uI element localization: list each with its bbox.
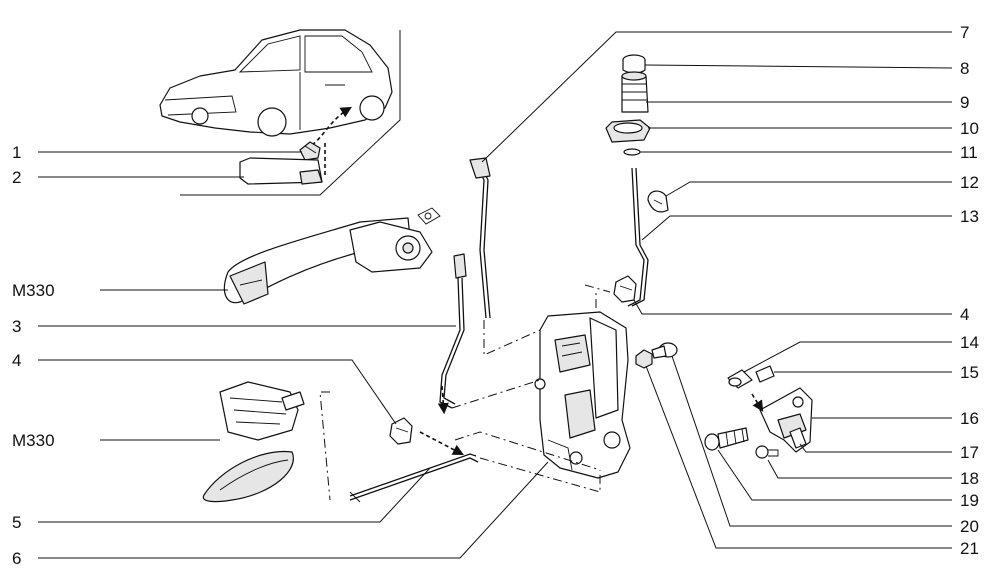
callout-9: 9 bbox=[960, 93, 969, 112]
construction-line-f bbox=[584, 284, 611, 293]
callout-12: 12 bbox=[960, 173, 979, 192]
callout-4-right: 4 bbox=[960, 305, 969, 324]
inset-arrow bbox=[311, 106, 352, 146]
part-12-clip bbox=[647, 190, 669, 213]
callout-13: 13 bbox=[960, 207, 979, 226]
part-21-nut bbox=[635, 349, 653, 369]
assembly-arrow-clip bbox=[419, 431, 464, 456]
part-14-bushing bbox=[727, 369, 753, 389]
rod-part-3 bbox=[439, 253, 467, 409]
callout-10: 10 bbox=[960, 119, 979, 138]
callout-3: 3 bbox=[12, 317, 21, 336]
callout-19: 19 bbox=[960, 491, 979, 510]
clip-part-4-right bbox=[613, 275, 637, 303]
rod-part-5 bbox=[349, 453, 479, 503]
part-10-bezel bbox=[605, 119, 651, 143]
outer-door-handle bbox=[223, 207, 441, 305]
callout-14: 14 bbox=[960, 333, 979, 352]
rod-part-7 bbox=[469, 157, 491, 319]
callout-17: 17 bbox=[960, 443, 979, 462]
callout-7: 7 bbox=[960, 23, 969, 42]
callout-16: 16 bbox=[960, 409, 979, 428]
part-1-cap bbox=[299, 141, 321, 161]
callout-15: 15 bbox=[960, 363, 979, 382]
callout-21: 21 bbox=[960, 539, 979, 558]
lock-mechanism-part-6 bbox=[534, 311, 631, 479]
callout-m330-top: M330 bbox=[12, 281, 55, 300]
car-front-wheel bbox=[257, 107, 287, 137]
callout-2: 2 bbox=[12, 168, 21, 187]
construction-line-e bbox=[319, 391, 331, 501]
callout-8: 8 bbox=[960, 59, 969, 78]
callout-11: 11 bbox=[960, 143, 978, 162]
construction-line-c bbox=[479, 457, 601, 493]
callout-4-left: 4 bbox=[12, 351, 21, 370]
car-inset bbox=[159, 29, 401, 196]
inset-frame bbox=[180, 30, 401, 196]
part-17-striker-pin bbox=[789, 427, 807, 449]
callout-1: 1 bbox=[12, 143, 21, 162]
callout-20: 20 bbox=[960, 517, 979, 536]
callouts: 1 2 M330 3 4 M330 5 6 7 8 9 10 11 12 13 … bbox=[12, 23, 979, 568]
construction-line-d bbox=[454, 431, 601, 471]
part-11-washer bbox=[623, 148, 641, 156]
construction-line-a bbox=[483, 320, 541, 356]
part-8-button-cap bbox=[622, 54, 646, 74]
callout-m330-bottom: M330 bbox=[12, 431, 55, 450]
assembly-arrow-bushing bbox=[751, 393, 764, 412]
car-side-window bbox=[304, 35, 373, 73]
part-18-screw bbox=[755, 445, 779, 459]
car-windshield bbox=[238, 35, 301, 73]
clip-part-4-left bbox=[389, 417, 413, 445]
callout-18: 18 bbox=[960, 469, 979, 488]
part-20-screw bbox=[651, 342, 678, 359]
leader-lines bbox=[38, 31, 953, 559]
assembly-arrow-rod bbox=[437, 385, 449, 415]
car-rear-wheel bbox=[359, 95, 385, 121]
rod-part-13 bbox=[627, 167, 649, 307]
callout-5: 5 bbox=[12, 513, 21, 532]
part-9-rubber-boot bbox=[621, 71, 649, 113]
callout-6: 6 bbox=[12, 549, 21, 568]
car-headlamp bbox=[191, 107, 209, 125]
part-2-trim-cover bbox=[239, 157, 323, 185]
part-19-bolt bbox=[704, 427, 749, 451]
car-body bbox=[159, 29, 393, 135]
part-15-bushing bbox=[755, 365, 775, 383]
construction-line-b bbox=[451, 379, 541, 409]
inner-door-handle bbox=[202, 381, 305, 503]
